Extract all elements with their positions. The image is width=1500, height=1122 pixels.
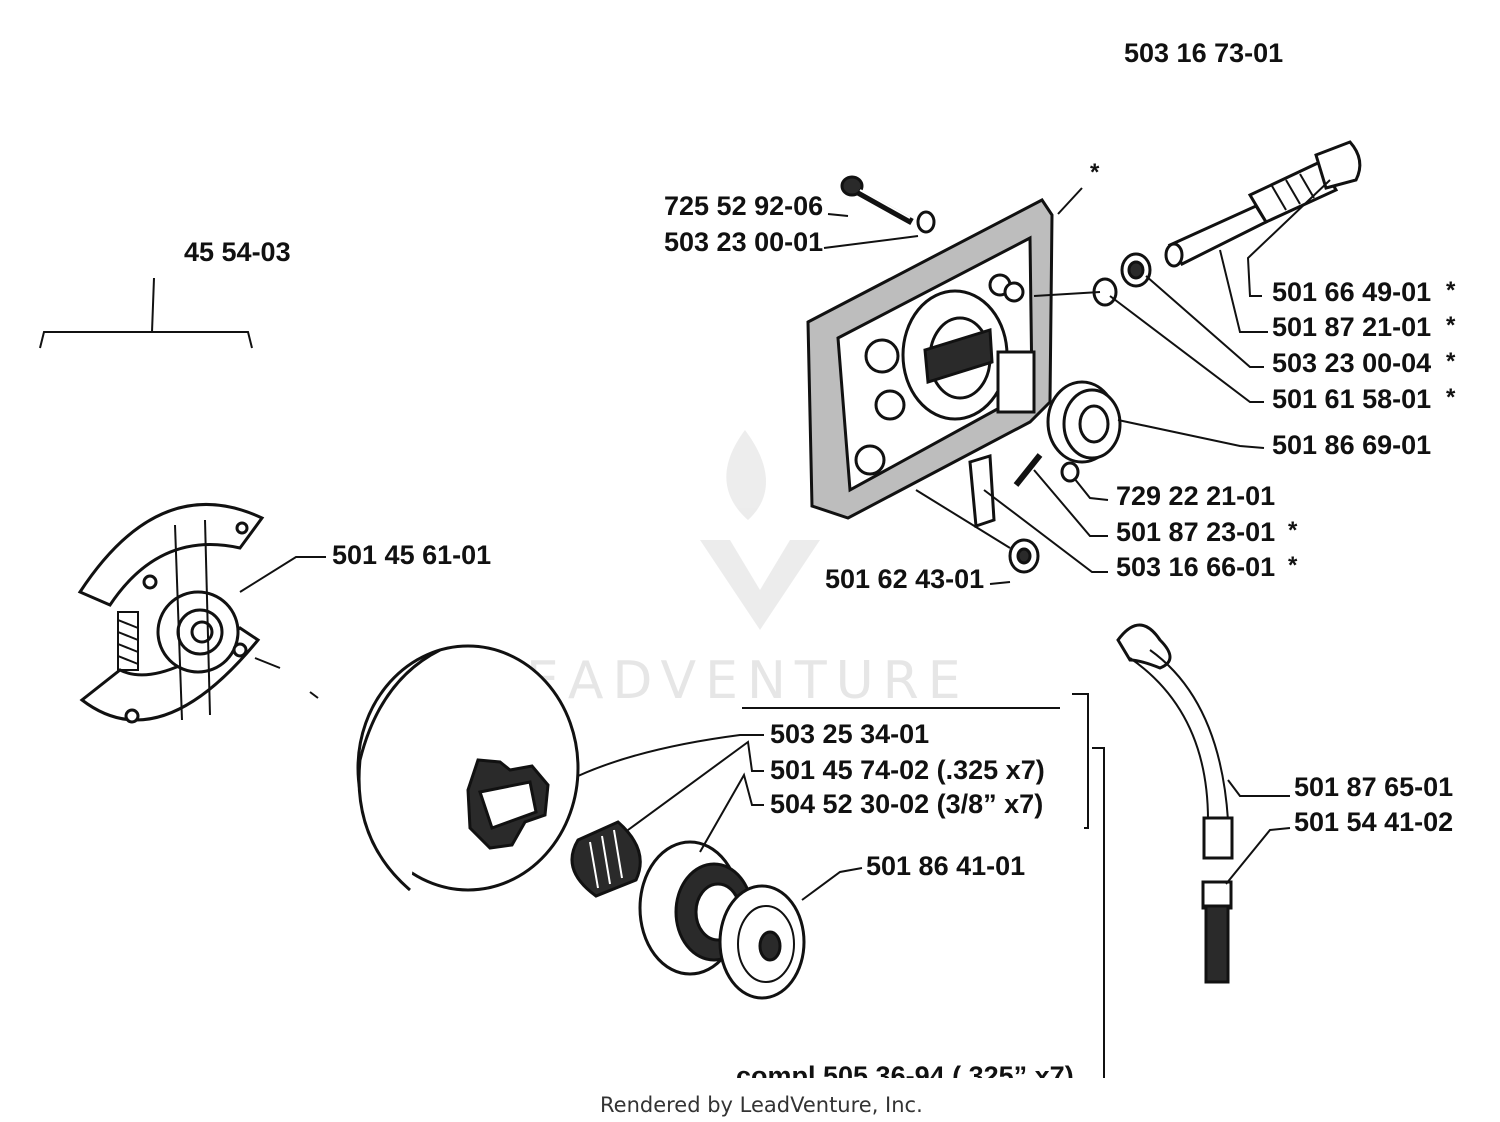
part-label-spring[interactable]: 503 16 66-01: [1116, 552, 1275, 582]
oil-pump-housing-part[interactable]: [806, 198, 1054, 520]
asterisk: *: [1446, 348, 1456, 375]
part-label-valve[interactable]: 501 87 23-01: [1116, 517, 1275, 547]
asterisk: *: [1446, 277, 1456, 304]
worm-gear-part[interactable]: [1247, 140, 1362, 224]
asterisk: *: [1288, 517, 1298, 544]
assembly-number: 503 16 73-01: [1124, 38, 1283, 68]
part-label-worm-gear[interactable]: 501 66 49-01: [1272, 277, 1431, 307]
asterisk: *: [1446, 384, 1456, 411]
bolt-part[interactable]: [840, 175, 914, 226]
pin-part[interactable]: [1013, 453, 1043, 487]
part-label-washer[interactable]: 503 23 00-01: [664, 227, 823, 257]
pump-piston-part[interactable]: [1164, 204, 1269, 268]
part-label-adjuster-screw[interactable]: 501 86 69-01: [1272, 430, 1431, 460]
sprocket-part[interactable]: [638, 840, 754, 976]
part-label-pin[interactable]: 729 22 21-01: [1116, 481, 1275, 511]
part-label-o-ring[interactable]: 501 61 58-01: [1272, 384, 1431, 414]
part-label-plug[interactable]: 501 62 43-01: [825, 564, 984, 594]
pump-washer-part[interactable]: [1120, 252, 1152, 288]
clutch-part[interactable]: [77, 503, 265, 724]
nipple-part[interactable]: [1201, 880, 1233, 984]
oil-hose-part[interactable]: [1116, 623, 1234, 860]
part-label-nipple[interactable]: 501 54 41-02: [1294, 807, 1453, 837]
watermark-logo: [700, 430, 820, 630]
part-label-large-washer[interactable]: 501 86 41-01: [866, 851, 1025, 881]
credit-text: Rendered by LeadVenture, Inc.: [600, 1093, 923, 1117]
part-label-oil-hose[interactable]: 501 87 65-01: [1294, 772, 1453, 802]
part-label-pump-piston[interactable]: 501 87 21-01: [1272, 312, 1431, 342]
washer-part[interactable]: [916, 210, 936, 234]
adjuster-screw-part[interactable]: [1046, 380, 1122, 464]
part-label-sprocket-325[interactable]: 501 45 74-02 (.325 x7): [770, 755, 1045, 785]
clutch-drum-part[interactable]: [356, 644, 580, 892]
large-washer-part[interactable]: [718, 884, 806, 1000]
asterisk: *: [1090, 159, 1100, 186]
asterisk: *: [1288, 552, 1298, 579]
valve-part[interactable]: [1060, 461, 1080, 483]
needle-bearing-part[interactable]: [570, 820, 642, 898]
spring-part[interactable]: [968, 454, 996, 529]
part-label-clutch-drum[interactable]: 503 25 34-01: [770, 719, 929, 749]
watermark-text: LEADVENTURE: [488, 651, 970, 711]
leader-lines: [239, 179, 1331, 1078]
asterisk: *: [1446, 312, 1456, 339]
part-label-sprocket-38[interactable]: 504 52 30-02 (3/8” x7): [770, 789, 1043, 819]
part-label-clutch[interactable]: 501 45 61-01: [332, 540, 491, 570]
plug-part[interactable]: [1008, 538, 1040, 574]
clutch-group-number: 45 54-03: [184, 237, 291, 267]
part-label-bolt[interactable]: 725 52 92-06: [664, 191, 823, 221]
part-label-pump-washer[interactable]: 503 23 00-04: [1272, 348, 1431, 378]
